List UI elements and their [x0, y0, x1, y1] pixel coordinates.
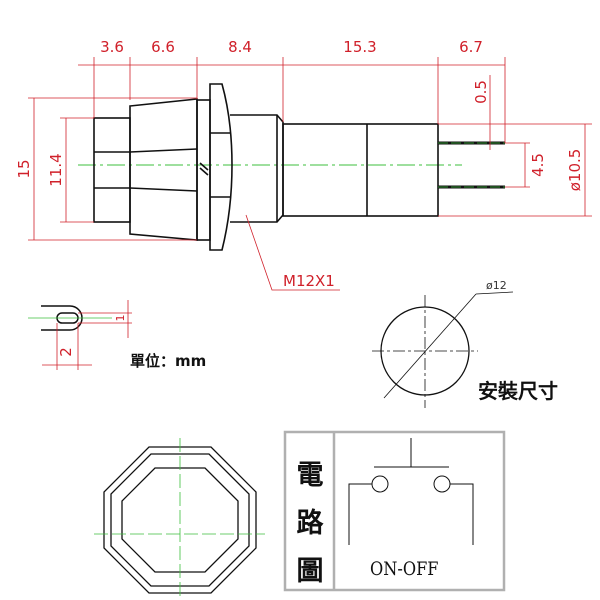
dim-4-5: 4.5	[529, 153, 547, 177]
dim-6-7: 6.7	[459, 38, 483, 56]
mounting-size-label: 安裝尺寸	[478, 379, 558, 403]
switch-side-view	[93, 83, 505, 251]
thread-label: M12X1	[283, 272, 335, 290]
circuit-type-label: ON-OFF	[370, 558, 439, 580]
dim-0-5: 0.5	[472, 80, 490, 104]
pin-slot-detail: 1 2	[28, 300, 132, 370]
dim-diameter-10-5: ø10.5	[566, 149, 584, 192]
unit-label: 單位：mm	[130, 352, 207, 370]
dim-15-3: 15.3	[343, 38, 376, 56]
dim-3-6: 3.6	[100, 38, 124, 56]
front-view-octagon	[103, 446, 257, 594]
circuit-title-char: 電	[296, 460, 324, 491]
dim-6-6: 6.6	[151, 38, 175, 56]
mounting-hole: ø12	[372, 279, 514, 408]
dim-slot-1: 1	[114, 315, 127, 322]
dim-diameter-12: ø12	[486, 279, 507, 292]
dim-8-4: 8.4	[228, 38, 252, 56]
circuit-title-char: 路	[296, 508, 324, 539]
circuit-diagram	[283, 430, 506, 592]
circuit-title-char: 圖	[296, 556, 324, 587]
circuit-title: 電 路 圖	[291, 452, 329, 596]
dim-11-4: 11.4	[47, 153, 65, 186]
dimension-lines	[28, 57, 592, 291]
dim-15: 15	[15, 159, 33, 178]
dim-slot-2: 2	[57, 347, 75, 357]
